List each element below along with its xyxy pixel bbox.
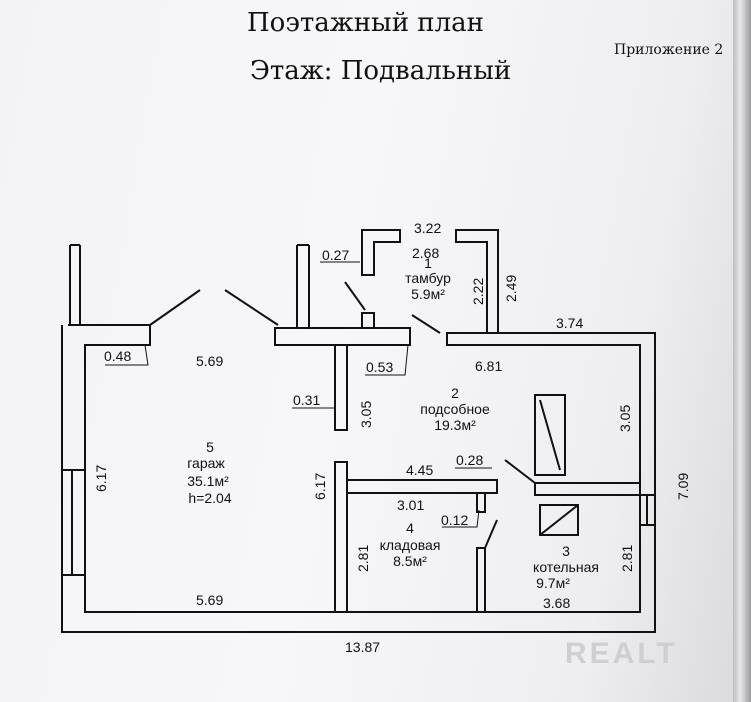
dim-4-45: 4.45 [406,462,433,478]
room-vestibule: 1 тамбур 5.9м² [405,255,451,302]
vestibule-entry [411,314,441,334]
room-name: тамбур [405,270,451,286]
boiler-unit [539,504,579,536]
room-number: 5 [206,439,214,455]
dim-0-31: 0.31 [293,392,320,408]
room-storage: 4 кладовая 8.5м² [380,520,441,569]
dim-7-09: 7.09 [675,473,691,500]
floor-title: Этаж: Подвальный [250,56,512,86]
room-boiler: 3 котельная 9.7м² [533,543,599,591]
partition-garage [334,345,348,431]
partition-boiler-top [534,482,641,496]
dim-3-22: 3.22 [414,220,441,236]
room-number: 3 [562,543,570,559]
stair [534,394,566,476]
dim-0-53: 0.53 [366,359,393,375]
dim-2-49: 2.49 [503,275,519,302]
dim-3-05-right: 3.05 [617,405,633,432]
room-area: 8.5м² [393,553,427,569]
room-garage: 5 гараж 35.1м² h=2.04 [187,439,232,506]
room-name: кладовая [380,537,441,553]
dim-2-22: 2.22 [470,278,486,305]
plan-title: Поэтажный план [247,8,484,38]
dim-2-81-right: 2.81 [619,545,635,572]
central-wall [274,327,411,346]
right-wall-window [640,494,655,526]
partition-storage-stub [476,492,486,513]
page-edge [733,0,751,702]
vestibule-door [344,281,375,329]
left-wall-window [62,469,85,576]
left-wall-stub [69,244,81,325]
dim-2-81-left: 2.81 [355,545,371,572]
dim-3-05-left: 3.05 [358,401,374,428]
gate-swing [149,289,279,326]
partition-storage-left [334,461,348,613]
partition-storage-right [476,519,498,613]
dim-13-87: 13.87 [345,639,380,655]
dim-6-17-left: 6.17 [93,465,109,492]
dim-0-12: 0.12 [441,512,468,528]
room-area: 19.3м² [434,417,476,433]
dim-5-69-top: 5.69 [196,353,223,369]
dim-3-01: 3.01 [397,497,424,513]
vestibule-left-wall [361,229,401,276]
room-area: 9.7м² [536,575,570,591]
room-height: h=2.04 [188,490,231,506]
watermark-logo: REALT [565,637,678,670]
central-wall-stub [296,244,310,328]
dim-0-28: 0.28 [456,452,483,468]
dim-0-48: 0.48 [104,348,131,364]
dim-3-68: 3.68 [543,595,570,611]
room-area: 35.1м² [187,473,229,489]
boiler-door-swing [504,459,536,484]
dim-6-17-mid: 6.17 [312,473,328,500]
dim-0-27: 0.27 [322,247,349,263]
partition-storage-top [346,479,498,494]
outer-wall [61,324,656,633]
room-number: 4 [406,520,414,536]
dim-3-74: 3.74 [556,315,583,331]
dim-2-68: 2.68 [412,245,439,261]
room-name: котельная [533,559,599,575]
appendix-label: Приложение 2 [614,42,724,58]
dim-5-69-bottom: 5.69 [196,592,223,608]
dim-6-81: 6.81 [475,358,502,374]
room-utility: 2 подсобное 19.3м² [420,385,490,433]
room-area: 5.9м² [411,286,445,302]
room-name: подсобное [420,401,490,417]
room-name: гараж [187,455,225,471]
vestibule-right-wall [455,229,499,334]
room-number: 2 [451,385,459,401]
room-number: 1 [424,255,432,271]
